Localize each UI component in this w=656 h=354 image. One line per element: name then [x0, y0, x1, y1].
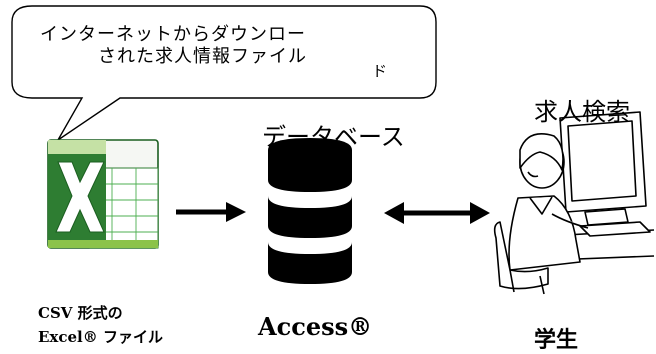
- bubble-text-line1: インターネットからダウンロー: [40, 24, 306, 45]
- arrow-right-icon: [176, 202, 246, 222]
- bubble-text-line3: ド: [372, 62, 388, 80]
- speech-bubble: [11, 5, 437, 141]
- database-caption: Access®: [258, 312, 373, 341]
- database-title: データベース: [262, 123, 405, 151]
- student-at-computer-icon: [493, 111, 655, 295]
- job-search-title: 求人検索: [534, 98, 630, 126]
- student-caption: 学生: [534, 327, 579, 353]
- excel-caption-line1: CSV 形式の: [38, 304, 123, 322]
- excel-caption-line2: Excel® ファイル: [38, 328, 163, 346]
- database-icon: [268, 138, 352, 284]
- double-arrow-icon: [384, 202, 490, 224]
- excel-icon: [47, 139, 159, 249]
- bubble-text-line2: された求人情報ファイル: [98, 46, 307, 67]
